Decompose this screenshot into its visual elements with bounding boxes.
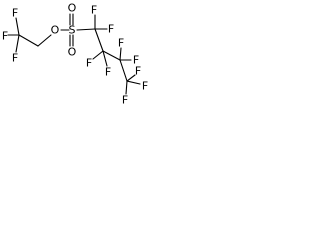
bond-cf3-ch2	[18, 34, 39, 47]
bond-cf3-f-low	[15, 34, 20, 53]
fluorine-label: F	[135, 65, 141, 78]
bonds	[7, 13, 141, 95]
fluorine-label: F	[133, 54, 139, 67]
fluorine-label: F	[12, 52, 18, 65]
sulfonyl-oxygen-label: O	[68, 46, 77, 59]
bond-c3-c4	[119, 59, 128, 82]
fluorine-label: F	[2, 30, 8, 43]
fluorine-label: F	[91, 4, 97, 17]
fluorine-label: F	[118, 37, 124, 50]
atom-labels: F F F O S O O F F F F F F F F F	[2, 2, 148, 107]
ester-oxygen-label: O	[51, 24, 60, 37]
fluorine-label: F	[142, 80, 148, 93]
bond-s-c1	[76, 28, 96, 31]
bond-c2-f-right	[102, 50, 108, 67]
bond-c4-f-top	[126, 74, 136, 82]
fluorine-label: F	[105, 66, 111, 79]
bond-ch2-o	[37, 34, 52, 47]
fluorine-label: F	[122, 94, 128, 107]
bond-c1-c2	[94, 28, 104, 52]
fluorine-label: F	[108, 23, 114, 36]
bond-c2-f-left	[92, 50, 104, 60]
fluorine-label: F	[86, 57, 92, 70]
structure-diagram: F F F O S O O F F F F F F F F F	[2, 2, 148, 107]
sulfur-label: S	[69, 24, 76, 37]
bond-cf3-f-top	[15, 17, 20, 36]
bond-c3-f-left	[119, 47, 122, 61]
bond-c2-c3	[102, 50, 121, 61]
bond-c4-f-bottom	[125, 80, 128, 95]
bond-c4-f-right	[126, 80, 141, 85]
fluorine-label: F	[12, 7, 18, 20]
sulfonyl-oxygen-label: O	[68, 2, 77, 15]
